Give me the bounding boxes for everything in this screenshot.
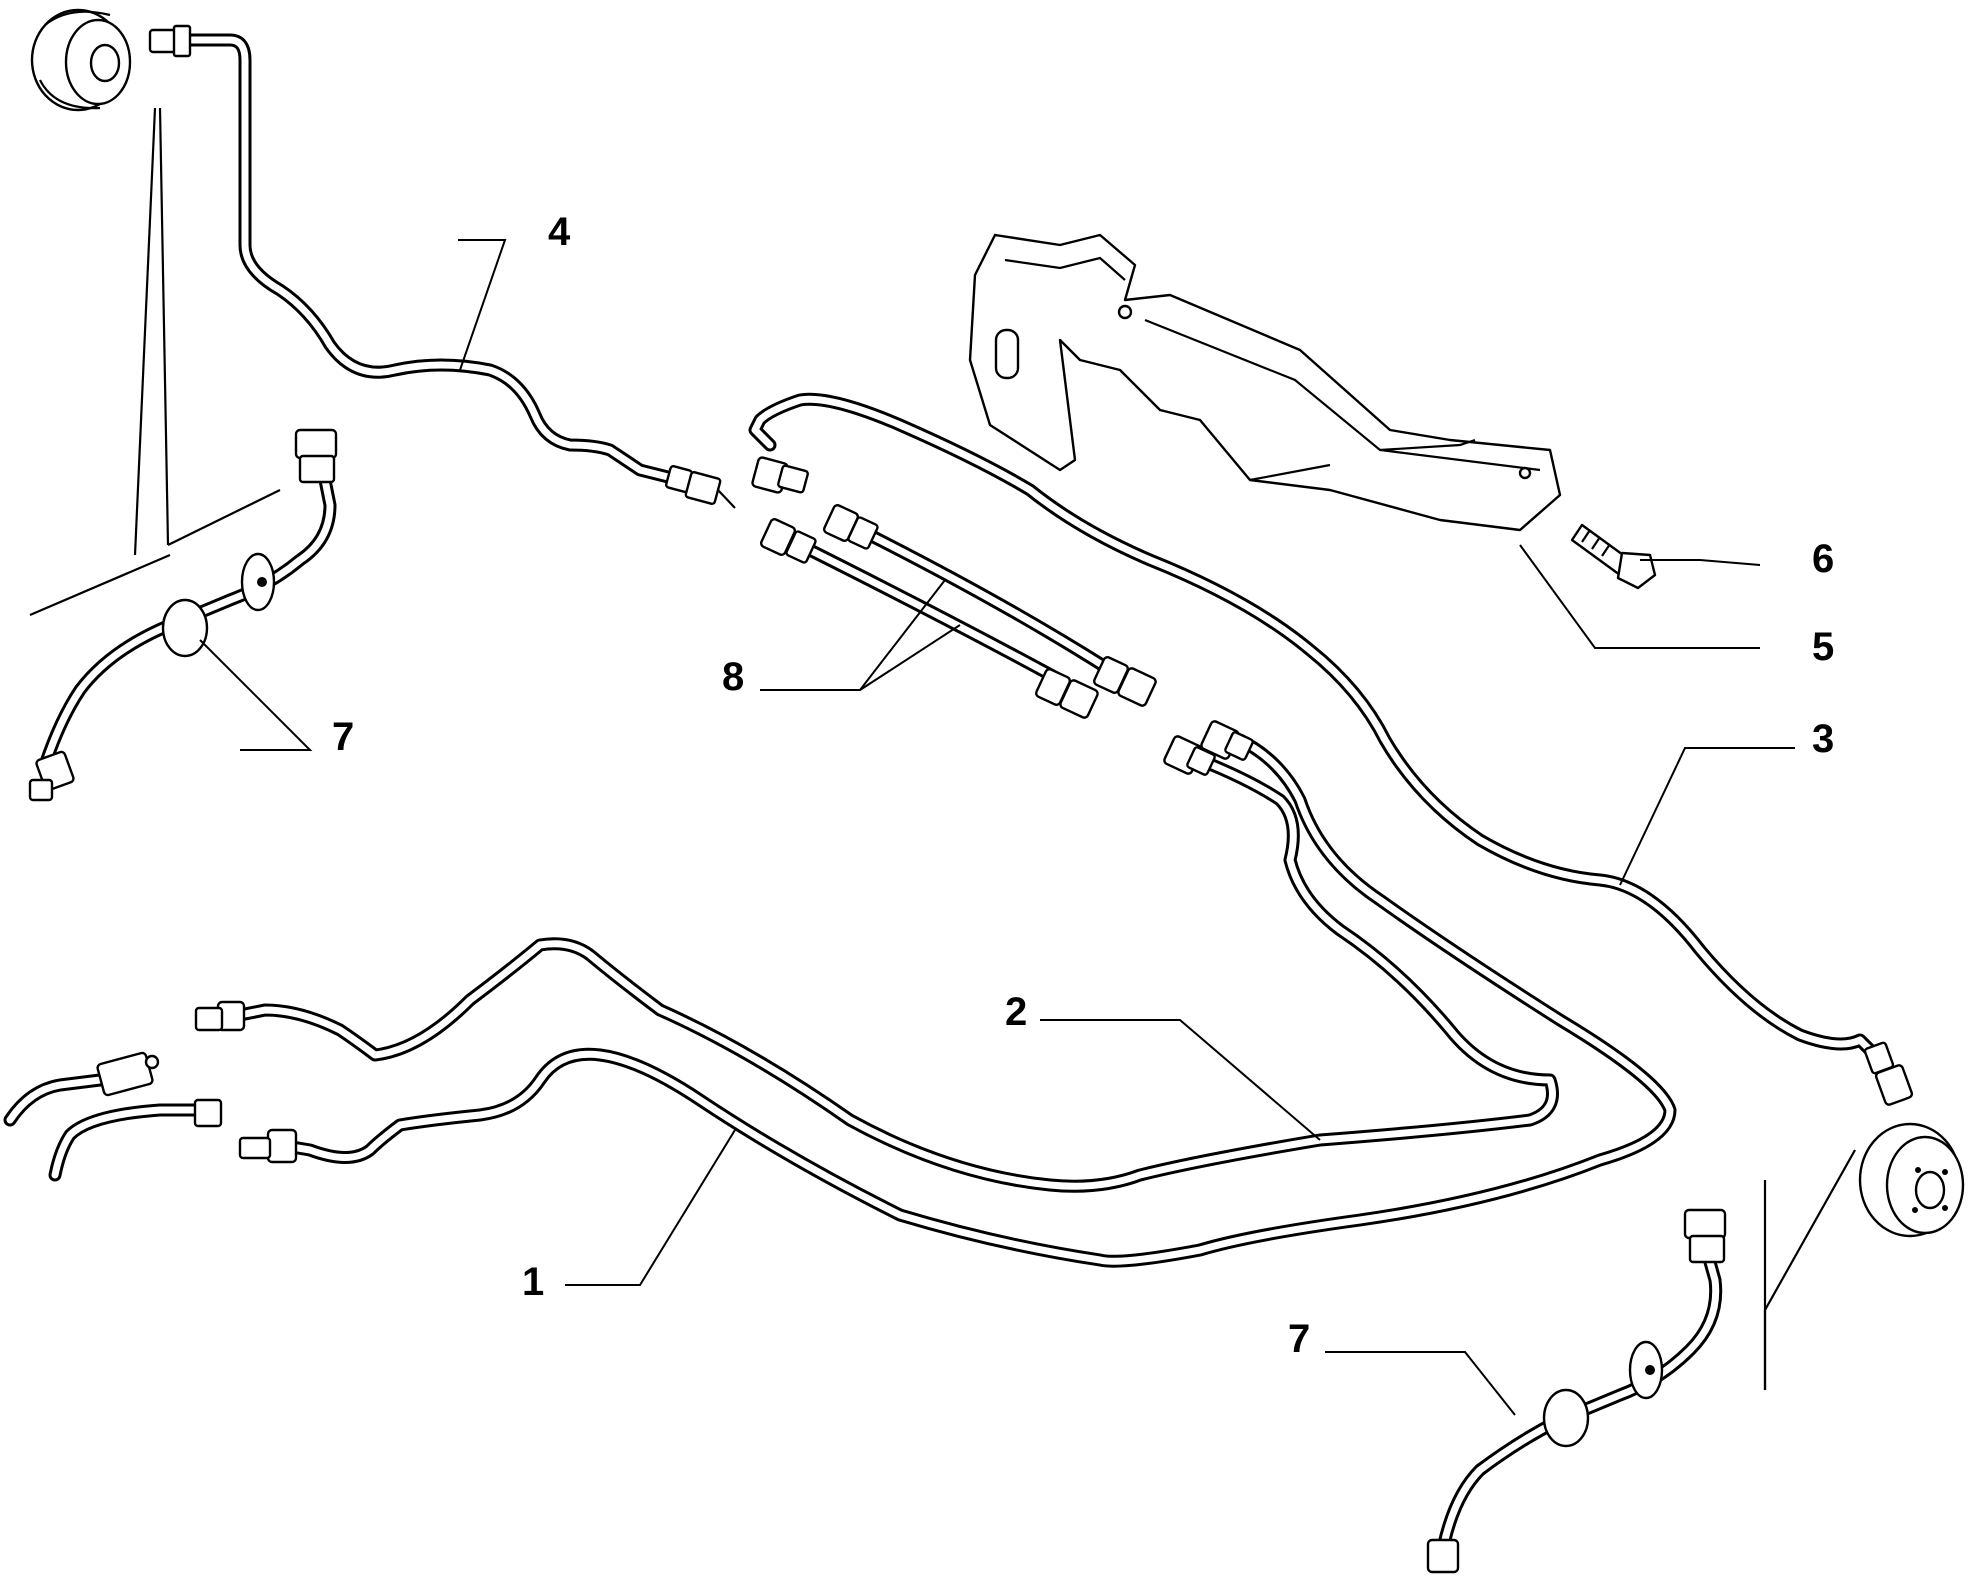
leader-6 — [1640, 559, 1761, 566]
alignment-lines-top-left — [29, 107, 281, 617]
leader-8b — [859, 624, 961, 691]
flexible-hose-8-pair — [759, 504, 1157, 719]
callout-1: 1 — [522, 1260, 544, 1304]
leader-7-right — [1325, 1351, 1516, 1416]
leader-4 — [458, 239, 507, 371]
leader-lines — [199, 239, 1795, 1416]
leader-1 — [565, 1129, 736, 1286]
flexible-hose-7-left — [28, 428, 338, 802]
brake-pipe-3 — [748, 392, 1914, 1106]
brake-pipe-4 — [148, 24, 736, 509]
alignment-lines-bottom-right — [1763, 1149, 1856, 1390]
brake-drum-top-left — [30, 8, 132, 112]
callout-6: 6 — [1812, 537, 1834, 581]
leader-5 — [1519, 544, 1760, 649]
leader-3 — [1619, 747, 1795, 886]
brake-pipe-2 — [194, 735, 1559, 1193]
flexible-hose-7-right — [1426, 1208, 1727, 1574]
brake-drum-bottom-right — [1858, 1122, 1965, 1238]
callout-2: 2 — [1005, 990, 1027, 1034]
callout-5: 5 — [1812, 625, 1834, 669]
bolt-6 — [1570, 523, 1657, 590]
heat-shield-5 — [968, 233, 1562, 532]
callout-4: 4 — [548, 210, 571, 254]
pipe-end-fittings-left — [3, 1051, 223, 1182]
callout-7-left: 7 — [332, 715, 354, 759]
leader-2 — [1040, 1019, 1321, 1141]
leader-7-left — [199, 639, 313, 751]
callout-3: 3 — [1812, 717, 1834, 761]
callout-7-right: 7 — [1288, 1317, 1310, 1361]
brake-pipe-1 — [238, 720, 1677, 1268]
callout-8: 8 — [722, 655, 744, 699]
leader-8a — [760, 579, 946, 691]
